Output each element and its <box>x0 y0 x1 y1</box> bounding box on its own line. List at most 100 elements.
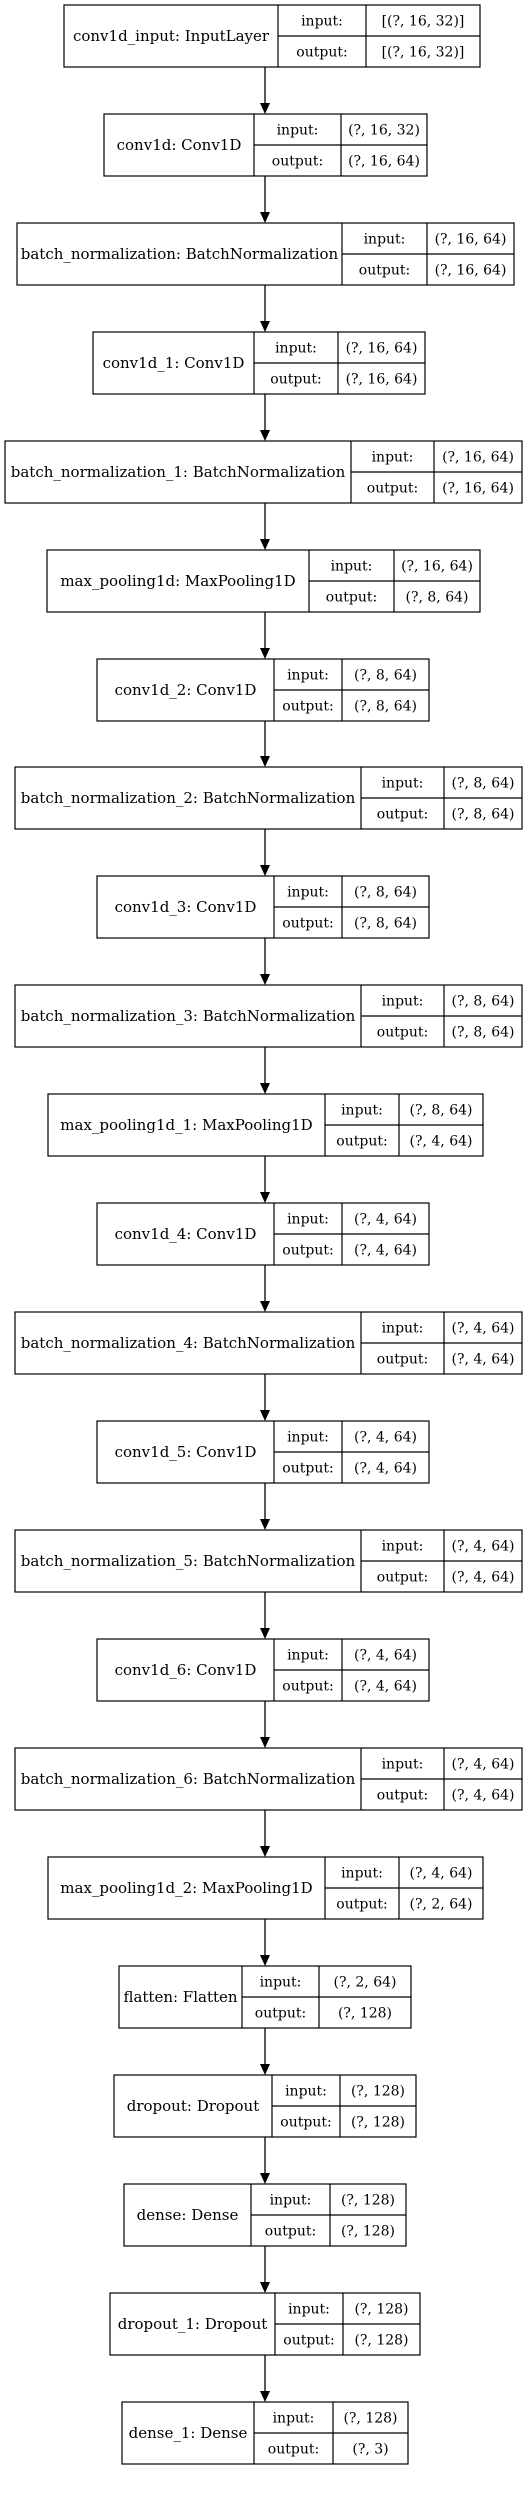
layer-name: conv1d_1: Conv1D <box>103 354 245 372</box>
layer-name: batch_normalization_4: BatchNormalizatio… <box>21 1334 356 1352</box>
input-label: input: <box>277 123 319 139</box>
output-label: output: <box>326 590 377 606</box>
input-label: input: <box>364 232 406 248</box>
input-label: input: <box>382 776 424 792</box>
output-label: output: <box>282 1243 333 1259</box>
edge-arrow <box>260 1265 270 1312</box>
layer-name: batch_normalization_1: BatchNormalizatio… <box>11 463 346 481</box>
input-label: input: <box>287 1648 329 1664</box>
edge-arrow <box>260 2246 270 2293</box>
output-shape: (?, 8, 64) <box>354 916 417 932</box>
edge-arrow <box>260 938 270 985</box>
input-label: input: <box>287 1430 329 1446</box>
input-shape: (?, 4, 64) <box>452 1321 515 1337</box>
output-label: output: <box>270 372 321 388</box>
input-label: input: <box>287 885 329 901</box>
edge-arrow <box>260 721 270 767</box>
edge-arrow <box>260 176 270 223</box>
layer-name: batch_normalization_2: BatchNormalizatio… <box>21 789 356 807</box>
layer-name: conv1d_input: InputLayer <box>73 27 270 45</box>
input-label: input: <box>382 994 424 1010</box>
edge-arrow <box>260 1483 270 1530</box>
input-label: input: <box>288 2302 330 2318</box>
input-shape: (?, 4, 64) <box>410 1866 473 1882</box>
layer-node: batch_normalization_2: BatchNormalizatio… <box>14 766 523 830</box>
input-shape: (?, 4, 64) <box>354 1648 417 1664</box>
layer-node: batch_normalization_5: BatchNormalizatio… <box>14 1529 523 1593</box>
input-label: input: <box>285 2084 327 2100</box>
edge-arrow <box>260 612 270 659</box>
output-shape: (?, 2, 64) <box>410 1897 473 1913</box>
layer-name: dense_1: Dense <box>129 2424 248 2442</box>
output-shape: (?, 128) <box>341 2224 395 2240</box>
output-shape: (?, 3) <box>352 2442 388 2458</box>
edge-arrow <box>260 2137 270 2184</box>
layer-name: dropout_1: Dropout <box>118 2315 268 2333</box>
layer-name: max_pooling1d_1: MaxPooling1D <box>60 1116 312 1134</box>
layer-node: conv1d_input: InputLayerinput:output:[(?… <box>63 4 481 68</box>
input-shape: (?, 16, 64) <box>401 559 473 575</box>
output-label: output: <box>268 2442 319 2458</box>
edge-arrow <box>260 285 270 332</box>
input-shape: (?, 8, 64) <box>410 1103 473 1119</box>
layer-name: conv1d_5: Conv1D <box>115 1443 257 1461</box>
input-shape: (?, 8, 64) <box>354 885 417 901</box>
output-shape: (?, 4, 64) <box>410 1134 473 1150</box>
output-shape: (?, 8, 64) <box>406 590 469 606</box>
input-label: input: <box>270 2193 312 2209</box>
output-shape: (?, 4, 64) <box>354 1243 417 1259</box>
output-label: output: <box>336 1897 387 1913</box>
edge-arrow <box>260 1701 270 1748</box>
layer-node: batch_normalization: BatchNormalizationi… <box>16 222 515 286</box>
output-label: output: <box>336 1134 387 1150</box>
output-shape: [(?, 16, 32)] <box>382 45 465 61</box>
input-label: input: <box>382 1321 424 1337</box>
input-shape: (?, 128) <box>341 2193 395 2209</box>
layer-name: dense: Dense <box>137 2206 239 2224</box>
layer-name: conv1d_4: Conv1D <box>115 1225 257 1243</box>
input-shape: (?, 4, 64) <box>354 1430 417 1446</box>
edge-arrow <box>260 829 270 876</box>
input-label: input: <box>341 1103 383 1119</box>
input-shape: (?, 16, 64) <box>442 450 514 466</box>
output-shape: (?, 16, 64) <box>435 263 507 279</box>
edge-arrow <box>260 1156 270 1203</box>
output-label: output: <box>359 263 410 279</box>
output-shape: (?, 4, 64) <box>354 1461 417 1477</box>
output-shape: (?, 8, 64) <box>452 1025 515 1041</box>
layer-node: batch_normalization_6: BatchNormalizatio… <box>14 1747 523 1811</box>
layer-name: conv1d: Conv1D <box>117 136 242 154</box>
input-label: input: <box>341 1866 383 1882</box>
input-label: input: <box>382 1757 424 1773</box>
input-shape: (?, 8, 64) <box>354 668 417 684</box>
output-shape: (?, 8, 64) <box>354 699 417 715</box>
edge-arrow <box>260 394 270 441</box>
edge-arrow <box>260 67 270 114</box>
edge-arrow <box>260 1919 270 1966</box>
output-label: output: <box>282 1461 333 1477</box>
input-shape: (?, 8, 64) <box>452 776 515 792</box>
edge-arrow <box>260 1374 270 1421</box>
layer-name: dropout: Dropout <box>127 2097 260 2115</box>
edge-arrow <box>260 1592 270 1639</box>
output-label: output: <box>272 154 323 170</box>
layer-node: max_pooling1d_1: MaxPooling1D input: outpu… <box>47 1093 484 1157</box>
output-label: output: <box>255 2006 306 2022</box>
edge-arrow <box>260 2355 270 2402</box>
input-shape: (?, 4, 64) <box>452 1757 515 1773</box>
output-label: output: <box>280 2115 331 2131</box>
input-shape: (?, 4, 64) <box>452 1539 515 1555</box>
output-label: output: <box>377 1788 428 1804</box>
output-shape: (?, 4, 64) <box>452 1352 515 1368</box>
input-shape: [(?, 16, 32)] <box>382 14 465 30</box>
output-shape: (?, 128) <box>354 2333 408 2349</box>
output-label: output: <box>377 1025 428 1041</box>
